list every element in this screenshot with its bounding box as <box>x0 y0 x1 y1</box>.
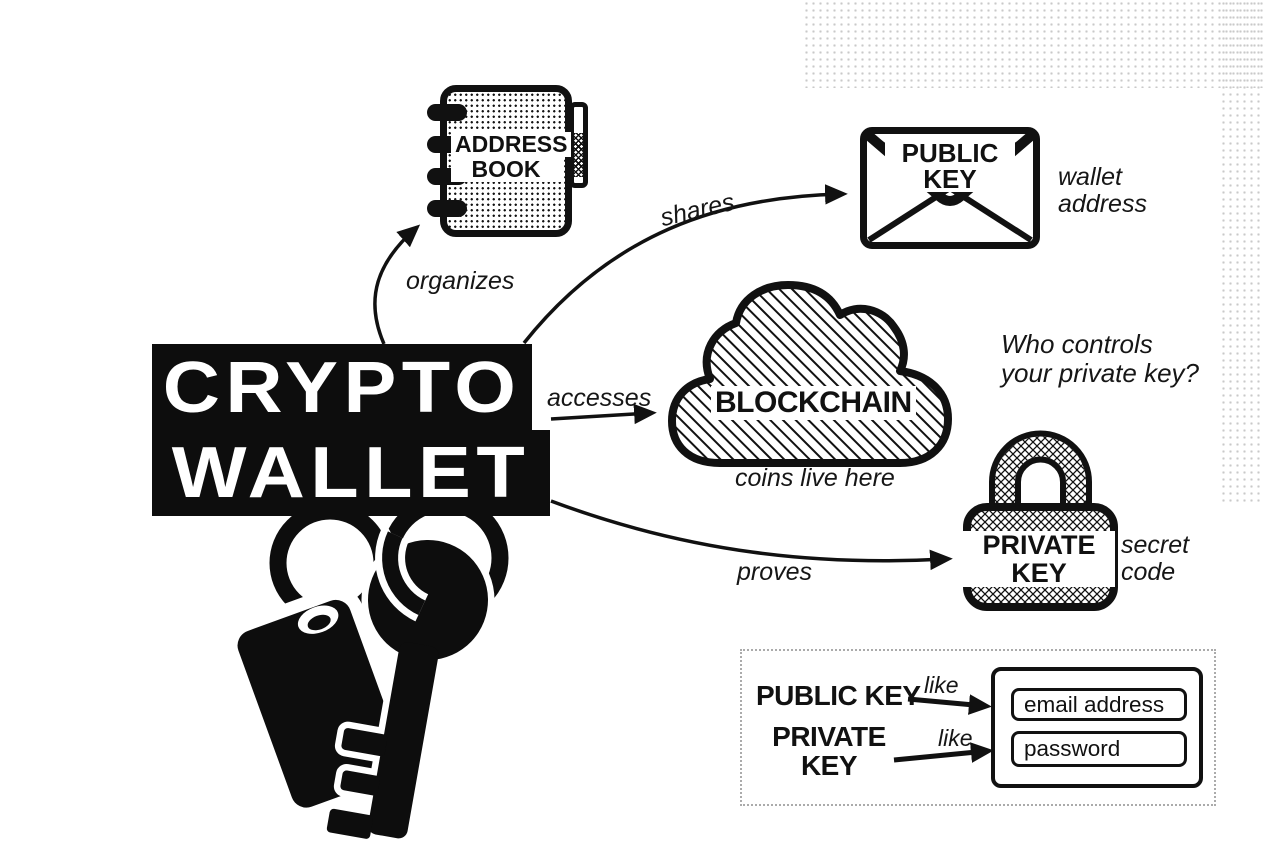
public-key-label-line1: PUBLIC <box>897 140 1003 166</box>
private-key-label-line2: KEY <box>1007 559 1071 587</box>
keychain-icon <box>224 495 516 840</box>
dotted-texture-right-strip <box>1220 0 1264 502</box>
logo-text-crypto: CRYPTO <box>162 347 522 428</box>
address-book-label-line1: ADDRESS <box>451 132 572 157</box>
public-key-envelope-icon: PUBLIC KEY <box>860 127 1040 249</box>
question-text: Who controls your private key? <box>1001 329 1199 388</box>
logo-bar-crypto: CRYPTO <box>152 344 532 431</box>
private-key-padlock-icon <box>963 430 1118 611</box>
blockchain-label: BLOCKCHAIN <box>711 386 916 420</box>
dotted-texture-top-right <box>803 0 1264 88</box>
email-address-box: email address <box>1011 688 1187 721</box>
address-book-icon: ADDRESS BOOK <box>427 80 589 240</box>
organizes-edge-label: organizes <box>406 267 515 295</box>
pen-icon <box>569 102 588 188</box>
like-label-private: like <box>938 725 973 751</box>
blockchain-cloud-icon <box>668 281 952 467</box>
private-key-label-line1: PRIVATE <box>978 531 1100 559</box>
logo-text-wallet: WALLET <box>171 433 531 513</box>
wallet-address-caption: wallet address <box>1058 163 1147 218</box>
shares-edge-label: shares <box>657 187 738 233</box>
proves-edge-label: proves <box>737 558 813 586</box>
password-box: password <box>1011 731 1187 767</box>
public-key-label-line2: KEY <box>919 166 981 192</box>
secret-code-caption: secret code <box>1121 531 1190 586</box>
legend-private-key-label: PRIVATE KEY <box>772 721 886 781</box>
address-book-label-line2: BOOK <box>467 157 545 182</box>
coins-live-here-caption: coins live here <box>735 464 895 492</box>
legend-public-key-label: PUBLIC KEY <box>756 680 921 711</box>
proves-arrow <box>550 499 953 571</box>
accesses-edge-label: accesses <box>547 384 652 412</box>
like-label-public: like <box>924 672 959 698</box>
accesses-arrow <box>550 403 657 425</box>
logo-bar-wallet: WALLET <box>152 430 550 516</box>
legend-values-box <box>991 667 1203 788</box>
